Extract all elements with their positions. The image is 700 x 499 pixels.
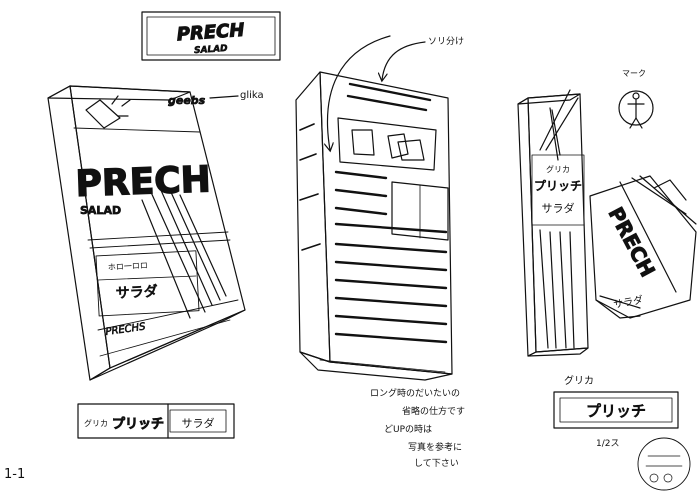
front-box-salad: サラダ: [115, 284, 158, 302]
page-number: 1-1: [4, 467, 25, 482]
bottom-label-plate: [77, 403, 235, 439]
front-box-jp-small: ホロ一ロロ: [108, 261, 148, 272]
title-plate-sub: SALAD: [194, 44, 229, 56]
front-box-logo: PRECH: [75, 159, 212, 205]
layout-arrow: [328, 35, 391, 150]
bottom-label-name: プリッチ: [112, 417, 164, 432]
front-box-logo-small: geebs: [168, 94, 206, 107]
note-line-1: ロング時のだいたいの: [370, 387, 460, 399]
name-plate-text: プリッチ: [586, 402, 646, 420]
name-plate: [553, 391, 679, 429]
center-box-drawing: [295, 71, 453, 381]
glika-label: glika: [240, 90, 264, 101]
title-plate-logo: PRECH: [176, 20, 245, 46]
bottom-label-sub: サラダ: [182, 416, 215, 430]
open-pack-drawing: [589, 175, 697, 319]
cut-arrow: [382, 41, 426, 80]
mark-emblem: [618, 90, 654, 129]
note-line-4: 写真を参考に: [408, 441, 462, 453]
tall-box-brand: グリカ: [546, 164, 570, 174]
front-box-drawing: [47, 85, 246, 381]
glika-line: [209, 95, 239, 99]
bottom-label-brand: グリカ: [84, 418, 108, 428]
note-line-5: して下さい: [414, 458, 459, 469]
tall-box-name: プリッチ: [534, 179, 582, 193]
scale-note: 1/2ス: [596, 439, 620, 449]
front-box-sub: SALAD: [80, 204, 121, 217]
corner-stamp: [637, 437, 691, 491]
front-box-badge: PRECHS: [105, 321, 147, 338]
cut-callout: ソリ分け: [428, 36, 464, 47]
guriko-label: グリカ: [564, 374, 594, 387]
tall-box-drawing: [517, 89, 589, 357]
title-plate: [141, 11, 281, 61]
mark-label: マーク: [622, 69, 646, 78]
note-line-2: 省略の仕方です: [402, 405, 465, 417]
tall-box-sub: サラダ: [542, 201, 575, 215]
open-pack-logo: PRECH: [604, 203, 660, 281]
note-line-3: どUPの時は: [384, 424, 432, 435]
